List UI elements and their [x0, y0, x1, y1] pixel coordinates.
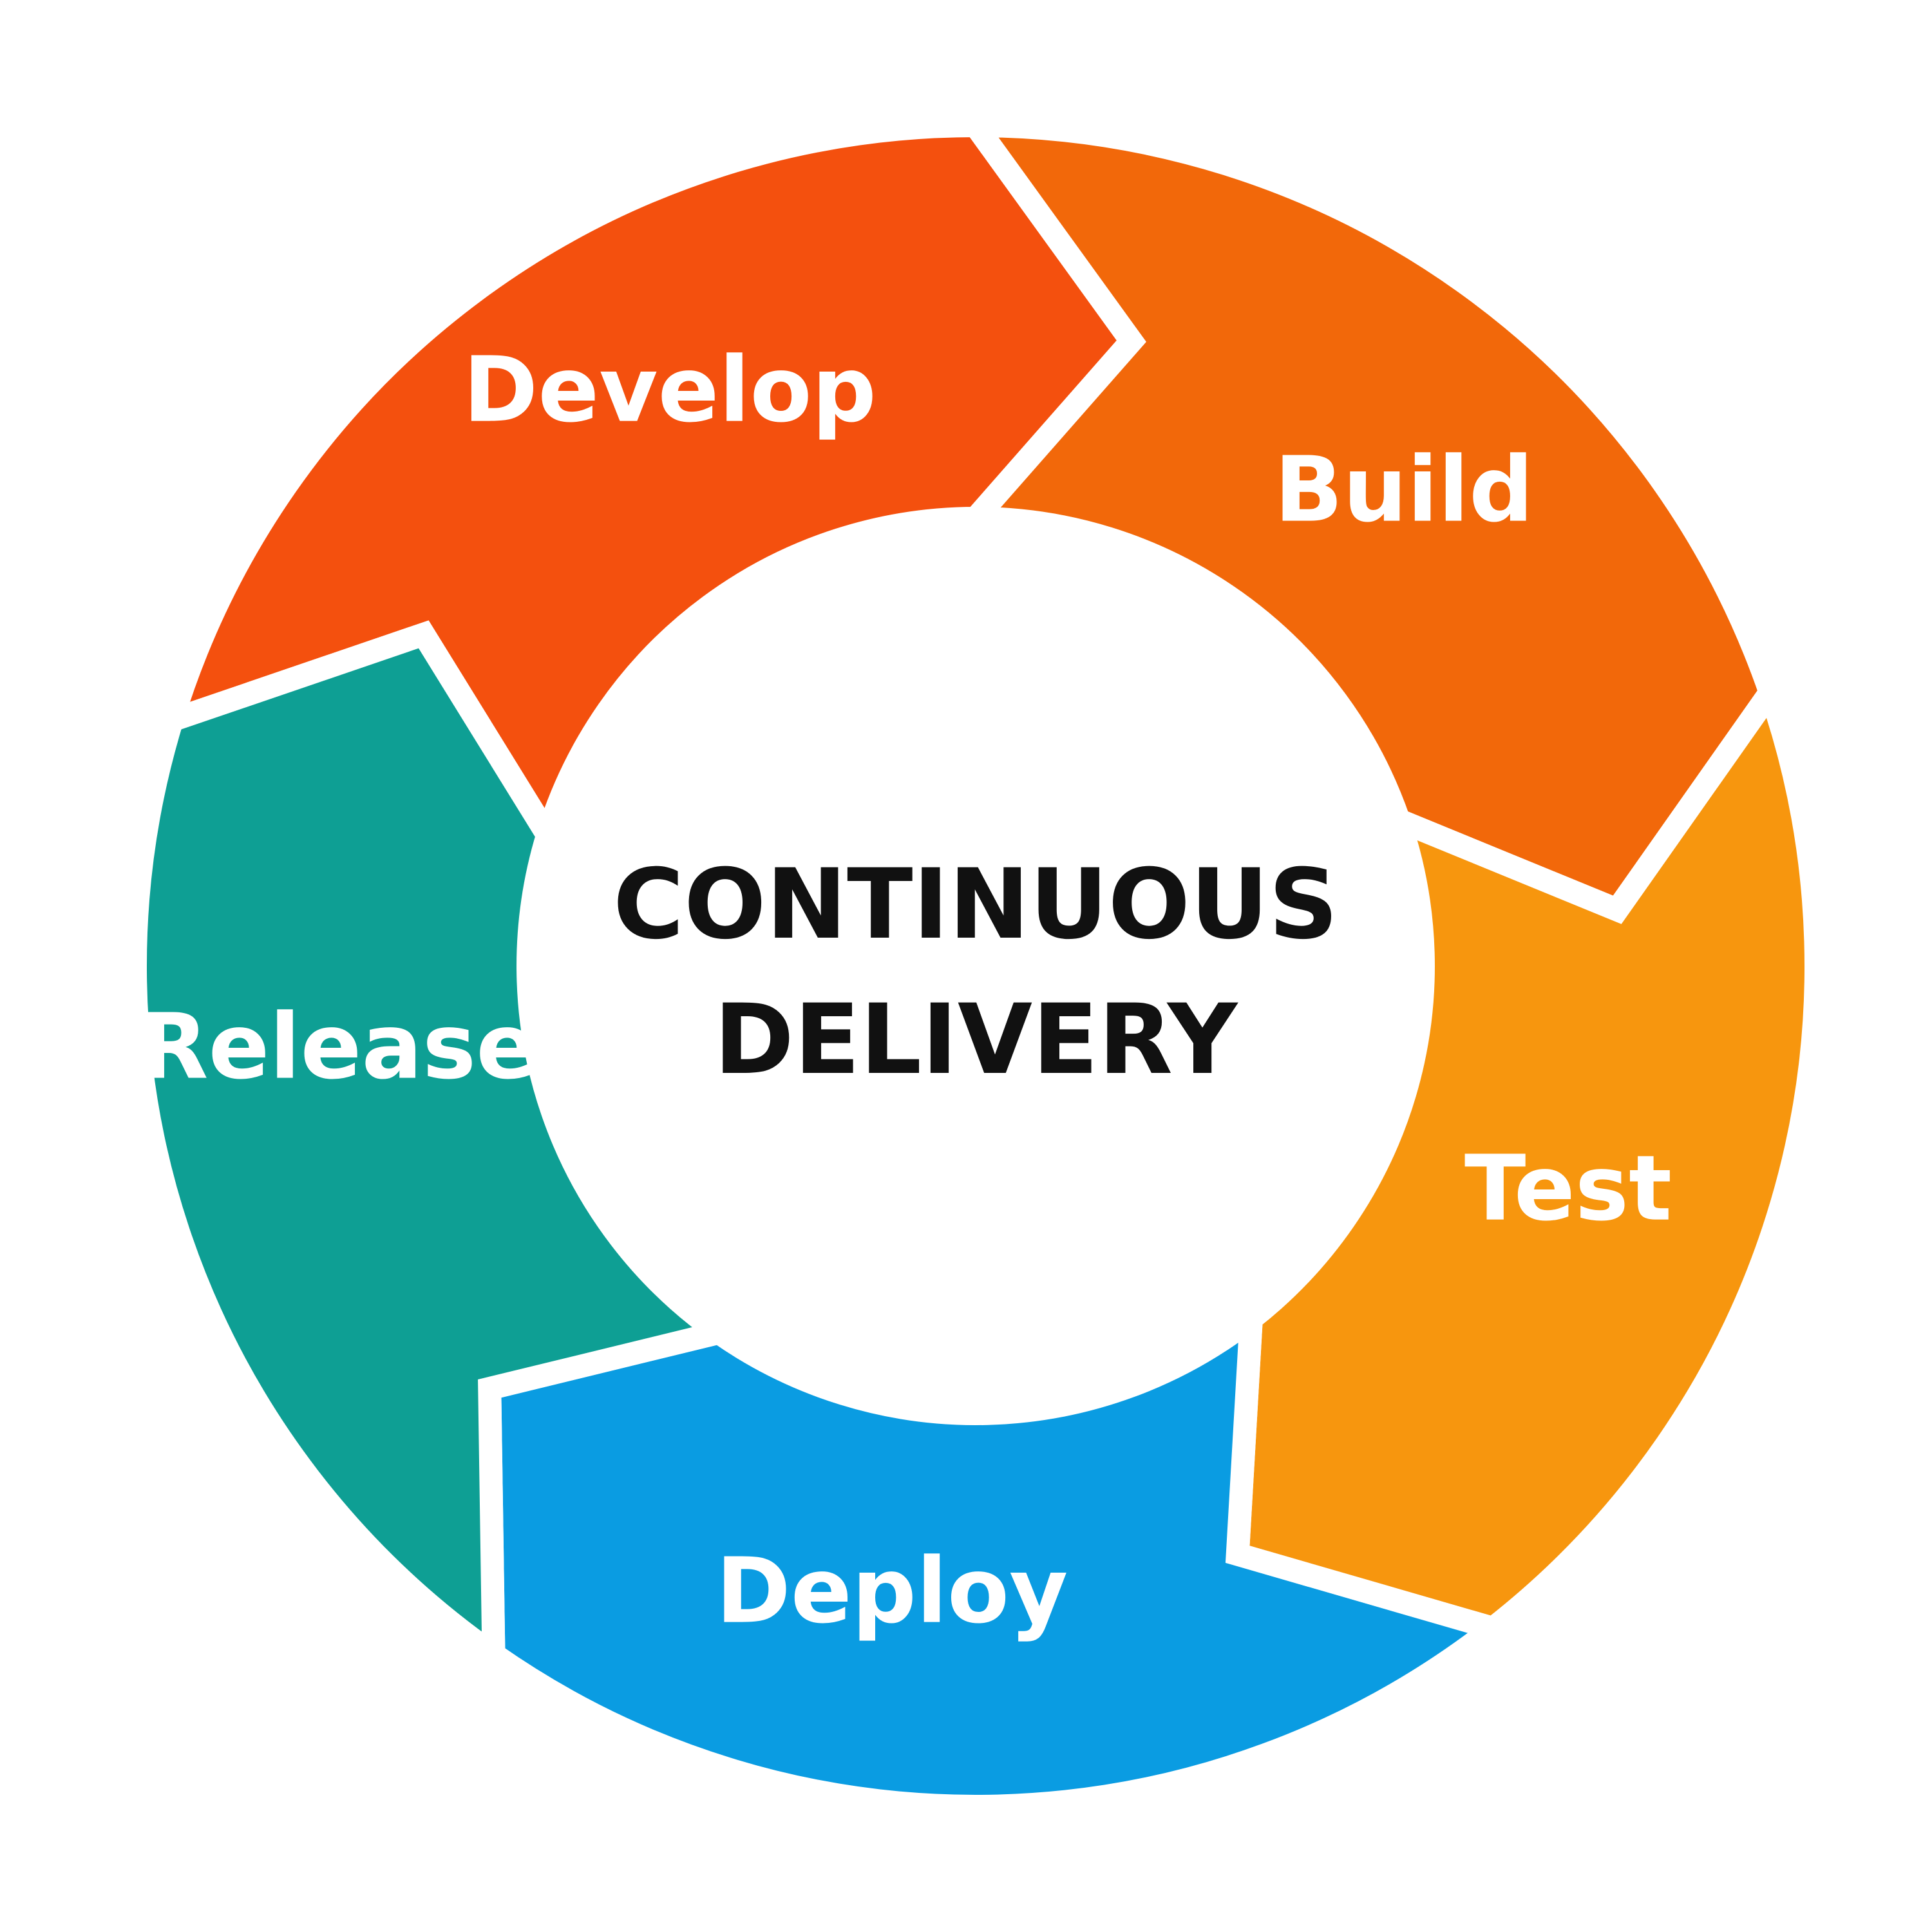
stage-label-develop: Develop — [463, 338, 876, 443]
stage-label-release: Release — [139, 995, 537, 1100]
center-title-line1: CONTINUOUS — [613, 849, 1338, 961]
stage-label-deploy: Deploy — [716, 1539, 1068, 1644]
cycle-segments — [123, 113, 1828, 1818]
stage-label-test: Test — [1464, 1137, 1672, 1242]
segment-test — [1225, 667, 1828, 1642]
segment-deploy — [478, 1294, 1519, 1818]
center-title-line2: DELIVERY — [714, 984, 1239, 1096]
stage-label-build: Build — [1274, 438, 1534, 543]
segment-release — [123, 620, 747, 1677]
segment-develop — [154, 113, 1146, 864]
segment-build — [950, 113, 1783, 924]
